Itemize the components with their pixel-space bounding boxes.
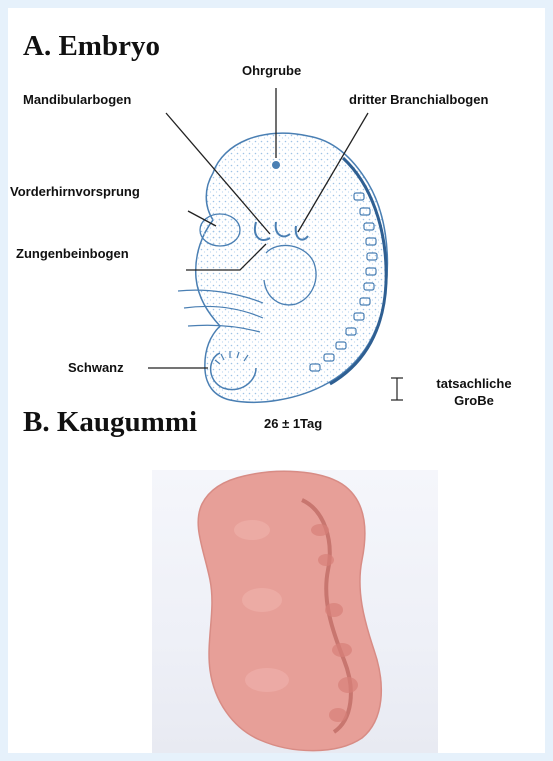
gum-age-label: 26 ± 1Tag — [264, 416, 322, 431]
label-scale-line1: tatsachliche — [424, 376, 524, 391]
label-dritter-branchialbogen: dritter Branchialbogen — [349, 92, 488, 107]
otic-pit — [272, 161, 280, 169]
label-mandibularbogen: Mandibularbogen — [23, 92, 131, 107]
label-ohrgrube: Ohrgrube — [242, 63, 301, 78]
scale-bar — [391, 378, 403, 400]
label-schwanz: Schwanz — [68, 360, 124, 375]
label-zungenbeinbogen: Zungenbeinbogen — [16, 246, 129, 261]
heart-bulge — [264, 245, 316, 304]
gum-heading: B. Kaugummi — [23, 406, 197, 439]
chewing-gum-photo — [152, 470, 438, 753]
figure-panel: A. Embryo — [8, 8, 545, 753]
forebrain-bulge — [200, 214, 240, 246]
label-scale-line2: GroBe — [424, 393, 524, 408]
label-vorderhirnvorsprung: Vorderhirnvorsprung — [10, 184, 140, 199]
gum-shape — [198, 471, 381, 750]
